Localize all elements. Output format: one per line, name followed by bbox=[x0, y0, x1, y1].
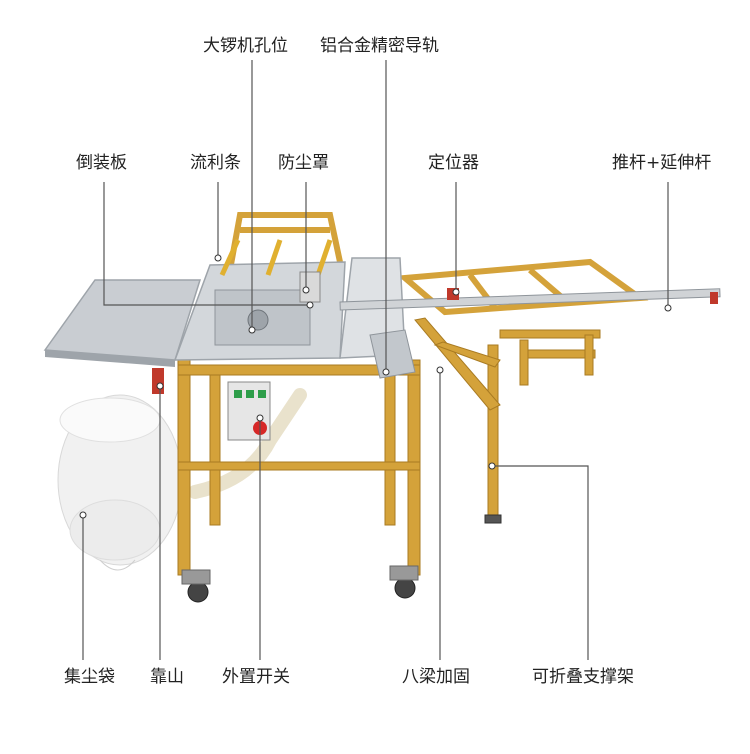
leader-lines bbox=[82, 60, 669, 660]
dust-bag bbox=[57, 394, 183, 571]
dust-cover bbox=[299, 271, 321, 303]
folding-support-stand bbox=[414, 317, 601, 524]
label-fence: 靠山 bbox=[150, 667, 184, 687]
push-rod-stopper bbox=[710, 292, 718, 304]
label-positioner: 定位器 bbox=[428, 153, 479, 173]
label-external-switch: 外置开关 bbox=[222, 667, 290, 687]
label-flip-board: 倒装板 bbox=[76, 153, 127, 173]
fence-clamp bbox=[152, 368, 164, 394]
label-dust-cover: 防尘罩 bbox=[278, 153, 329, 173]
flip-board bbox=[43, 279, 202, 361]
flip-board-edge bbox=[45, 350, 175, 367]
external-switch-box bbox=[227, 381, 271, 441]
aluminum-rail bbox=[369, 329, 416, 379]
gong-hole bbox=[247, 309, 269, 331]
label-dust-bag: 集尘袋 bbox=[64, 667, 115, 687]
flow-strips bbox=[219, 238, 333, 277]
label-push-rod: 推杆+延伸杆 bbox=[612, 153, 712, 173]
label-flow-strip: 流利条 bbox=[190, 153, 241, 173]
label-aluminum-rail: 铝合金精密导轨 bbox=[320, 36, 439, 56]
label-folding-stand: 可折叠支撑架 bbox=[532, 667, 634, 687]
caster-wheels bbox=[181, 565, 419, 603]
main-frame bbox=[177, 359, 421, 576]
push-rod bbox=[339, 288, 721, 311]
label-eight-beam: 八梁加固 bbox=[402, 667, 470, 687]
label-gong-hole: 大锣机孔位 bbox=[203, 36, 288, 56]
leader-dots bbox=[79, 254, 672, 519]
